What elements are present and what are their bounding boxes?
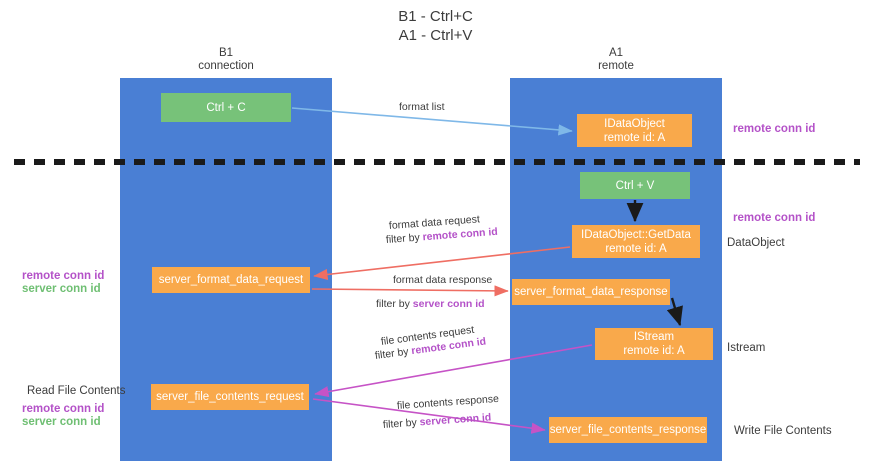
side-label-dataobject: DataObject xyxy=(727,237,785,249)
lane-header-a1-role: remote xyxy=(598,60,634,72)
node-server-format-data-response[interactable]: server_format_data_response xyxy=(512,279,670,305)
side-label-left-server-conn-id-2: server conn id xyxy=(22,416,101,428)
side-label-read-file-contents: Read File Contents xyxy=(27,385,126,397)
node-getdata-sub: remote id: A xyxy=(605,242,667,255)
side-label-remote-conn-id-top: remote conn id xyxy=(733,123,816,135)
title-line-1: B1 - Ctrl+C xyxy=(398,8,473,25)
lane-header-b1: B1 connection xyxy=(146,47,306,73)
node-server-format-data-request[interactable]: server_format_data_request xyxy=(152,267,310,293)
page-title: B1 - Ctrl+C A1 - Ctrl+V xyxy=(0,7,871,45)
node-server-file-contents-response[interactable]: server_file_contents_response xyxy=(549,417,707,443)
node-getdata-label: IDataObject::GetData xyxy=(581,228,691,241)
node-istream[interactable]: IStream remote id: A xyxy=(595,328,713,360)
node-ctrl-v[interactable]: Ctrl + V xyxy=(580,172,690,199)
lane-header-b1-name: B1 xyxy=(218,47,234,59)
node-idataobject-getdata[interactable]: IDataObject::GetData remote id: A xyxy=(572,225,700,258)
node-server-format-data-response-label: server_format_data_response xyxy=(514,286,668,298)
edge-format-data-response xyxy=(311,285,509,297)
node-ctrl-v-label: Ctrl + V xyxy=(615,179,655,192)
node-istream-label: IStream xyxy=(633,331,675,343)
node-server-file-contents-request-label: server_file_contents_request xyxy=(156,391,304,403)
title-line-2: A1 - Ctrl+V xyxy=(398,27,473,44)
node-ctrl-c-label: Ctrl + C xyxy=(206,101,246,114)
filter-prefix-2: filter by xyxy=(376,298,413,310)
filter-key-server-conn-id-2: server conn id xyxy=(419,411,492,429)
side-label-left-remote-conn-id-2: remote conn id xyxy=(22,403,105,415)
lane-header-a1: A1 remote xyxy=(536,47,696,73)
node-istream-sub: remote id: A xyxy=(623,345,685,357)
node-idataobject[interactable]: IDataObject remote id: A xyxy=(577,114,692,147)
edge-label-file-contents-response: file contents response xyxy=(396,392,500,412)
node-idataobject-label: IDataObject xyxy=(604,117,665,130)
node-ctrl-c[interactable]: Ctrl + C xyxy=(161,93,291,122)
node-server-format-data-request-label: server_format_data_request xyxy=(158,274,304,286)
node-server-file-contents-request[interactable]: server_file_contents_request xyxy=(151,384,309,410)
edge-label-format-list: format list xyxy=(399,101,445,113)
side-label-istream: Istream xyxy=(727,342,766,354)
edge-label-file-contents-response-filter: filter by server conn id xyxy=(383,411,492,432)
node-idataobject-sub: remote id: A xyxy=(603,131,666,144)
edge-label-format-data-response: format data response xyxy=(393,274,493,286)
lane-header-b1-role: connection xyxy=(198,60,254,72)
edge-label-format-data-response-filter: filter by server conn id xyxy=(376,298,485,311)
side-label-left-remote-conn-id-1: remote conn id xyxy=(22,270,105,282)
side-label-write-file-contents: Write File Contents xyxy=(734,425,832,437)
filter-prefix-1: filter by xyxy=(385,231,424,246)
side-label-remote-conn-id-mid: remote conn id xyxy=(733,212,816,224)
filter-key-server-conn-id-1: server conn id xyxy=(412,298,485,310)
side-label-left-server-conn-id-1: server conn id xyxy=(22,283,101,295)
filter-prefix-3: filter by xyxy=(374,345,413,362)
node-server-file-contents-response-label: server_file_contents_response xyxy=(549,424,707,436)
filter-prefix-4: filter by xyxy=(382,416,421,431)
lane-header-a1-name: A1 xyxy=(608,47,624,59)
